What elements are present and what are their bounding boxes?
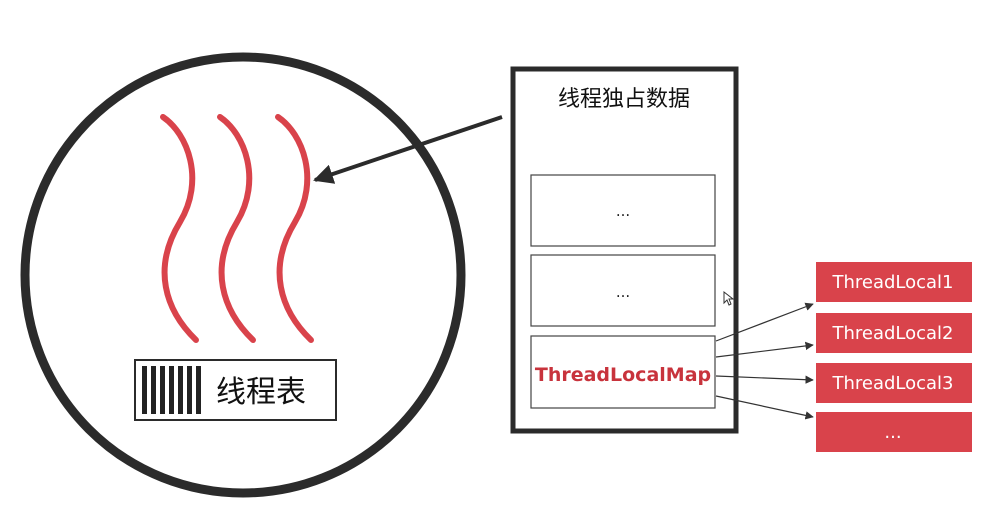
map-arrow-2 [715,341,814,358]
thread-local-list: ThreadLocal1 ThreadLocal2 ThreadLocal3 .… [816,262,972,452]
thread-table: 线程表 [134,359,337,421]
map-arrow-3 [715,375,814,384]
data-slot-1 [530,174,716,247]
thread-local-box-2 [816,313,972,353]
thread-local-label-2: ThreadLocal2 [831,323,953,344]
thread-wave-1 [160,114,199,343]
data-slot-1-label: ... [616,202,630,220]
barcode-icon [142,366,201,414]
thread-local-label-4: ... [884,422,901,443]
thread-table-box [134,359,337,421]
thread-table-label: 线程表 [216,375,306,410]
thread-wave-3 [275,114,314,343]
thread-local-box-4 [816,412,972,452]
data-slot-2 [530,254,716,327]
map-arrows [715,302,814,420]
panel-title: 线程独占数据 [558,87,690,112]
panel-to-thread-arrow [313,115,503,184]
thread-local-label-1: ThreadLocal1 [831,272,953,293]
thread-wave-2 [217,114,256,343]
thread-local-label-3: ThreadLocal3 [831,373,953,394]
map-arrow-1 [715,302,814,342]
thread-circle [20,52,466,498]
map-arrow-4 [715,395,814,420]
thread-waves [160,114,314,343]
thread-local-map-box [530,335,716,409]
data-slot-2-label: ... [616,283,630,301]
thread-local-box-1 [816,262,972,302]
cursor-icon [723,290,735,306]
thread-data-panel: 线程独占数据 ... ... ThreadLocalMap [510,66,739,434]
thread-local-box-3 [816,363,972,403]
thread-local-map-label: ThreadLocalMap [535,364,711,386]
